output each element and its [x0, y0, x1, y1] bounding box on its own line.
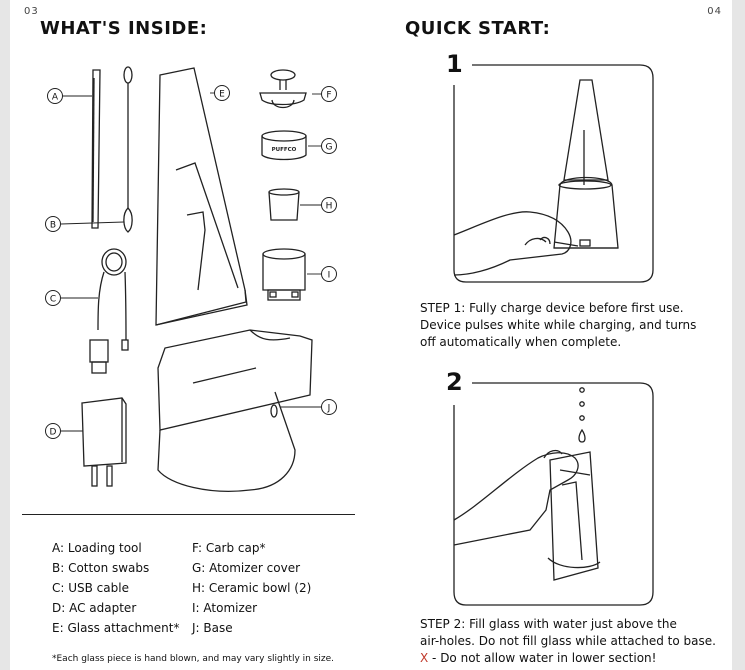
step-2-number: 2	[446, 368, 463, 396]
callout-b: B	[50, 221, 56, 231]
legend-item: E: Glass attachment*	[52, 621, 180, 635]
callout-g: G	[326, 143, 333, 153]
callout-markers: A B C D E F G H I J	[45, 85, 337, 439]
whats-inside-heading: WHAT'S INSIDE:	[40, 18, 208, 39]
page-number-right: 04	[707, 6, 722, 17]
legend-item: D: AC adapter	[52, 601, 137, 615]
glass-attachment-illustration	[155, 67, 248, 326]
carb-cap-illustration	[259, 69, 307, 109]
footnote: *Each glass piece is hand blown, and may…	[52, 654, 335, 664]
legend-item: A: Loading tool	[52, 541, 142, 555]
legend-divider	[22, 514, 355, 515]
step-2-text: STEP 2: Fill glass with water just above…	[420, 616, 716, 667]
parts-legend-column-1: A: Loading tool B: Cotton swabs C: USB c…	[52, 538, 179, 638]
quick-start-heading: QUICK START:	[405, 18, 551, 39]
step-1-number: 1	[446, 50, 463, 78]
step-1-line: Device pulses white while charging, and …	[420, 318, 697, 332]
legend-item: C: USB cable	[52, 581, 129, 595]
parts-diagram: PUFFCO	[60, 66, 322, 492]
callout-j: J	[327, 404, 331, 414]
atomizer-cover-illustration: PUFFCO	[261, 130, 307, 161]
step-2-line: STEP 2: Fill glass with water just above…	[420, 617, 677, 631]
legend-item: I: Atomizer	[192, 601, 258, 615]
legend-item: B: Cotton swabs	[52, 561, 150, 575]
callout-e: E	[219, 90, 225, 100]
legend-item: H: Ceramic bowl (2)	[192, 581, 312, 595]
step-2-warning: X - Do not allow water in lower section!	[420, 650, 716, 667]
step-2-line: air-holes. Do not fill glass while attac…	[420, 634, 716, 648]
callout-a: A	[52, 93, 59, 103]
usb-cable-illustration	[89, 248, 129, 374]
legend-item: F: Carb cap*	[192, 541, 266, 555]
page-number-left: 03	[24, 6, 39, 17]
callout-i: I	[328, 271, 331, 281]
warning-x-mark: X	[420, 651, 429, 665]
cap-brand-label: PUFFCO	[272, 147, 297, 153]
parts-legend-column-2: F: Carb cap* G: Atomizer cover H: Cerami…	[192, 538, 311, 638]
step-1-text: STEP 1: Fully charge device before first…	[420, 300, 696, 351]
manual-spread: 03 04 WHAT'S INSIDE: QUICK START:	[10, 0, 732, 670]
cotton-swab-illustration	[123, 66, 133, 233]
step-2-illustration	[453, 382, 654, 606]
legend-item: G: Atomizer cover	[192, 561, 301, 575]
atomizer-illustration	[262, 248, 306, 301]
ceramic-bowl-illustration	[268, 188, 300, 221]
base-illustration	[157, 329, 313, 492]
loading-tool-illustration	[91, 69, 101, 229]
ac-adapter-illustration	[81, 397, 127, 487]
callout-d: D	[50, 428, 57, 438]
step-1-illustration	[453, 64, 654, 283]
step-1-line: STEP 1: Fully charge device before first…	[420, 301, 684, 315]
warning-text: - Do not allow water in lower section!	[428, 651, 657, 665]
callout-f: F	[326, 91, 331, 101]
callout-h: H	[326, 202, 333, 212]
step-1-line: off automatically when complete.	[420, 335, 622, 349]
legend-item: J: Base	[192, 621, 233, 635]
callout-c: C	[50, 295, 56, 305]
